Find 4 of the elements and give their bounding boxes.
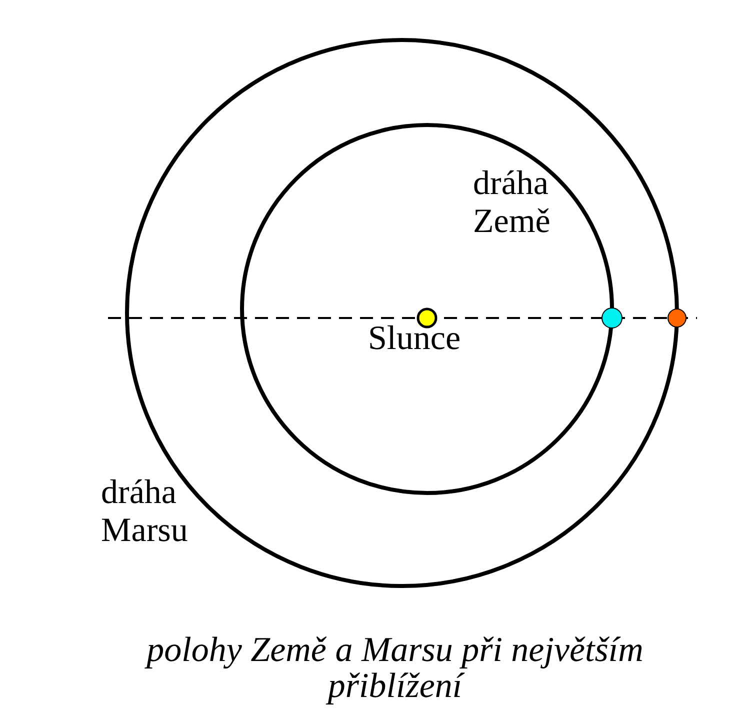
orbit-label: dráha Země [473,165,552,241]
caption: polohy Země a Marsu při největším přiblížení [144,632,644,704]
orbit-label: dráha Marsu [101,474,189,550]
sun-label: Slunce [368,320,461,358]
